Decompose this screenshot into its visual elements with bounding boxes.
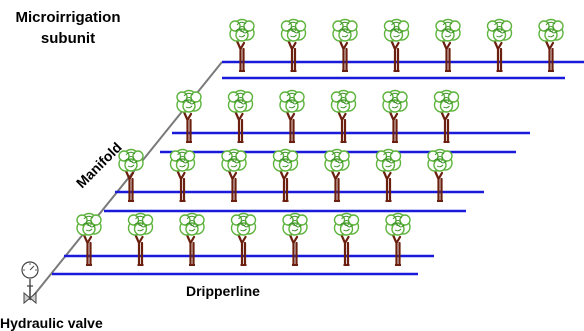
tree-icon xyxy=(228,18,256,73)
title-line-1: Microirrigation xyxy=(15,9,121,26)
tree-icon xyxy=(75,212,103,267)
tree-icon xyxy=(434,18,462,73)
tree-icon xyxy=(375,148,402,203)
tree-icon xyxy=(383,18,410,73)
title-line-2: subunit xyxy=(40,30,96,47)
hydraulic-valve-label: Hydraulic valve xyxy=(0,315,103,331)
tree-icon xyxy=(127,212,154,267)
tree-icon xyxy=(433,89,460,144)
tree-icon xyxy=(426,148,454,203)
tree-icon xyxy=(323,148,351,203)
tree-icon xyxy=(278,89,306,144)
tree-icon xyxy=(281,212,309,267)
tree-icon xyxy=(333,212,360,267)
tree-icon xyxy=(175,89,203,144)
tree-icon xyxy=(486,18,513,73)
tree-rows xyxy=(75,18,565,267)
tree-icon xyxy=(227,89,254,144)
tree-icon xyxy=(280,18,307,73)
tree-icon xyxy=(272,148,299,203)
tree-icon xyxy=(330,89,357,144)
tree-icon xyxy=(384,212,412,267)
tree-icon xyxy=(230,212,257,267)
hydraulic-valve-icon xyxy=(21,261,39,305)
tree-icon xyxy=(117,148,145,203)
tree-icon xyxy=(381,89,409,144)
pipe-network xyxy=(29,60,584,301)
tree-icon xyxy=(220,148,248,203)
tree-icon xyxy=(178,212,206,267)
tree-icon xyxy=(537,18,565,73)
tree-icon xyxy=(169,148,196,203)
diagram-title: Microirrigation subunit xyxy=(6,7,130,49)
dripperline-label: Dripperline xyxy=(186,283,260,299)
tree-icon xyxy=(331,18,359,73)
